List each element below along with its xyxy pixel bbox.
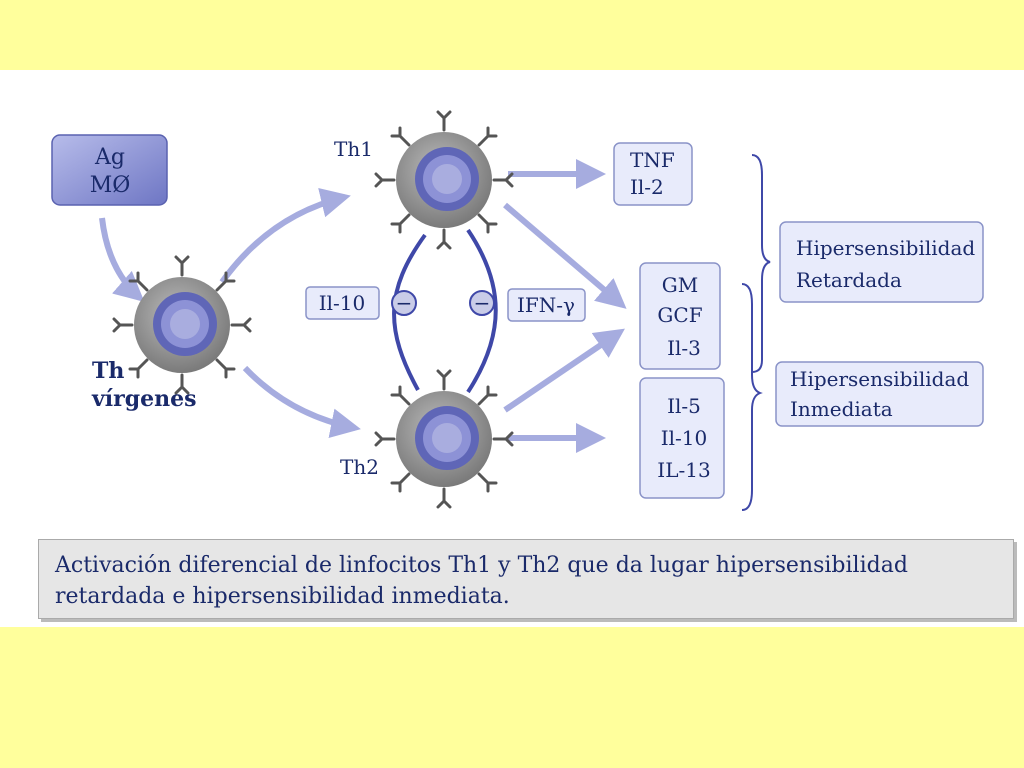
- th1-label: Th1: [334, 137, 373, 161]
- naive-th-cell: [112, 255, 252, 395]
- brace-immediate: [741, 283, 763, 511]
- il13-label: IL-13: [657, 458, 710, 482]
- il10-cytokine-label: Il-10: [661, 426, 708, 450]
- tnf-label: TNF: [630, 148, 675, 172]
- delayed-hypersensitivity-line2: Retardada: [796, 268, 902, 292]
- ag-macrophage-box: Ag MØ: [51, 134, 168, 206]
- delayed-hypersensitivity-box: Hipersensibilidad Retardada: [779, 221, 984, 303]
- macrophage-label: MØ: [90, 173, 131, 198]
- arrow-ag-to-naive: [99, 217, 145, 302]
- th2-label: Th2: [340, 455, 379, 479]
- il5-label: Il-5: [667, 394, 701, 418]
- ag-label: Ag: [94, 145, 125, 170]
- ifn-gamma-label: IFN-γ: [517, 293, 575, 317]
- tnf-il2-box: TNF Il-2: [613, 142, 693, 206]
- svg-text:−: −: [474, 291, 491, 315]
- arrow-naive-to-th2: [242, 365, 361, 438]
- caption-line-1: Activación diferencial de linfocitos Th1…: [55, 553, 908, 578]
- immune-diagram: Ag MØ Th vírgenes Th1 Th2 Il-10 IFN-γ − …: [51, 110, 984, 511]
- il5-il10-il13-box: Il-5 Il-10 IL-13: [639, 377, 725, 499]
- inhibition-symbol-right: −: [469, 290, 495, 316]
- th2-cell: [374, 369, 514, 509]
- gm-gcf-il3-box: GM GCF Il-3: [639, 262, 721, 370]
- il10-label-box: Il-10: [305, 286, 380, 320]
- arrow-th2-to-gm: [503, 328, 625, 413]
- arrow-naive-to-th1: [219, 188, 351, 284]
- naive-label-th: Th: [92, 358, 124, 384]
- inhibition-symbol-left: −: [391, 290, 417, 316]
- svg-text:−: −: [396, 291, 413, 315]
- inhibition-link-right: [466, 228, 498, 394]
- caption-box: Activación diferencial de linfocitos Th1…: [38, 539, 1014, 619]
- brace-delayed: [751, 154, 771, 373]
- arrow-th1-to-gm: [503, 202, 627, 309]
- delayed-hypersensitivity-line1: Hipersensibilidad: [796, 236, 975, 260]
- slide-panel: Ag MØ Th vírgenes Th1 Th2 Il-10 IFN-γ − …: [0, 70, 1024, 627]
- arrows: [99, 159, 627, 453]
- gm-label: GM: [662, 273, 698, 297]
- th1-cell: [374, 110, 514, 250]
- immediate-hypersensitivity-line1: Hipersensibilidad: [790, 367, 969, 391]
- il10-label: Il-10: [319, 291, 366, 315]
- il2-label: Il-2: [630, 175, 664, 199]
- naive-label-virgenes: vírgenes: [91, 386, 197, 412]
- ifn-gamma-label-box: IFN-γ: [507, 288, 586, 322]
- gcf-label: GCF: [657, 303, 702, 327]
- immediate-hypersensitivity-box: Hipersensibilidad Inmediata: [775, 361, 984, 427]
- il3-label: Il-3: [667, 336, 701, 360]
- caption-line-2: retardada e hipersensibilidad inmediata.: [55, 584, 510, 609]
- immediate-hypersensitivity-line2: Inmediata: [790, 397, 893, 421]
